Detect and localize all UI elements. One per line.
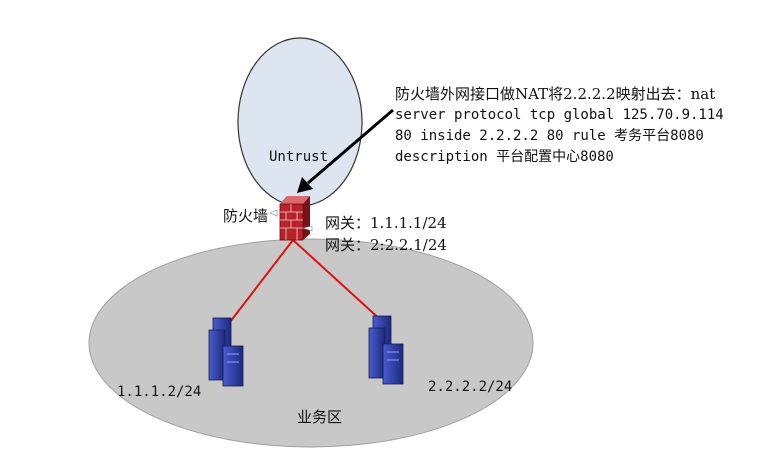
gateway-label-2: 网关：2:2.2.1/24 bbox=[325, 236, 447, 254]
host-ip-label: 2.2.2.2/24 bbox=[428, 379, 513, 395]
link-firewall-host1 bbox=[229, 239, 294, 323]
host-ip-label: 1.1.1.2/24 bbox=[117, 384, 202, 400]
annotation-line: 80 inside 2.2.2.2 80 rule 考务平台8080 bbox=[395, 128, 704, 144]
server-icon bbox=[368, 315, 404, 385]
annotation-line: description 平台配置中心8080 bbox=[395, 149, 614, 165]
firewall-label: 防火墙 bbox=[223, 207, 269, 225]
nat-annotation: 防火墙外网接口做NAT将2.2.2.2映射出去：nat server protoc… bbox=[395, 84, 724, 168]
untrust-zone-ellipse bbox=[237, 37, 363, 207]
business-zone-label: 业务区 bbox=[297, 408, 343, 426]
link-firewall-host2 bbox=[292, 239, 384, 323]
annotation-arrow bbox=[307, 108, 394, 185]
firewall-icon bbox=[269, 196, 313, 241]
arrowhead-icon bbox=[297, 177, 313, 193]
server-icon bbox=[208, 317, 244, 387]
annotation-line: server protocol tcp global 125.70.9.114 bbox=[395, 107, 724, 123]
gateway-label-1: 网关：1.1.1.1/24 bbox=[325, 214, 447, 232]
business-zone-ellipse bbox=[88, 238, 534, 448]
untrust-label: Untrust bbox=[269, 149, 329, 165]
annotation-line: 防火墙外网接口做NAT将2.2.2.2映射出去：nat bbox=[395, 85, 716, 103]
